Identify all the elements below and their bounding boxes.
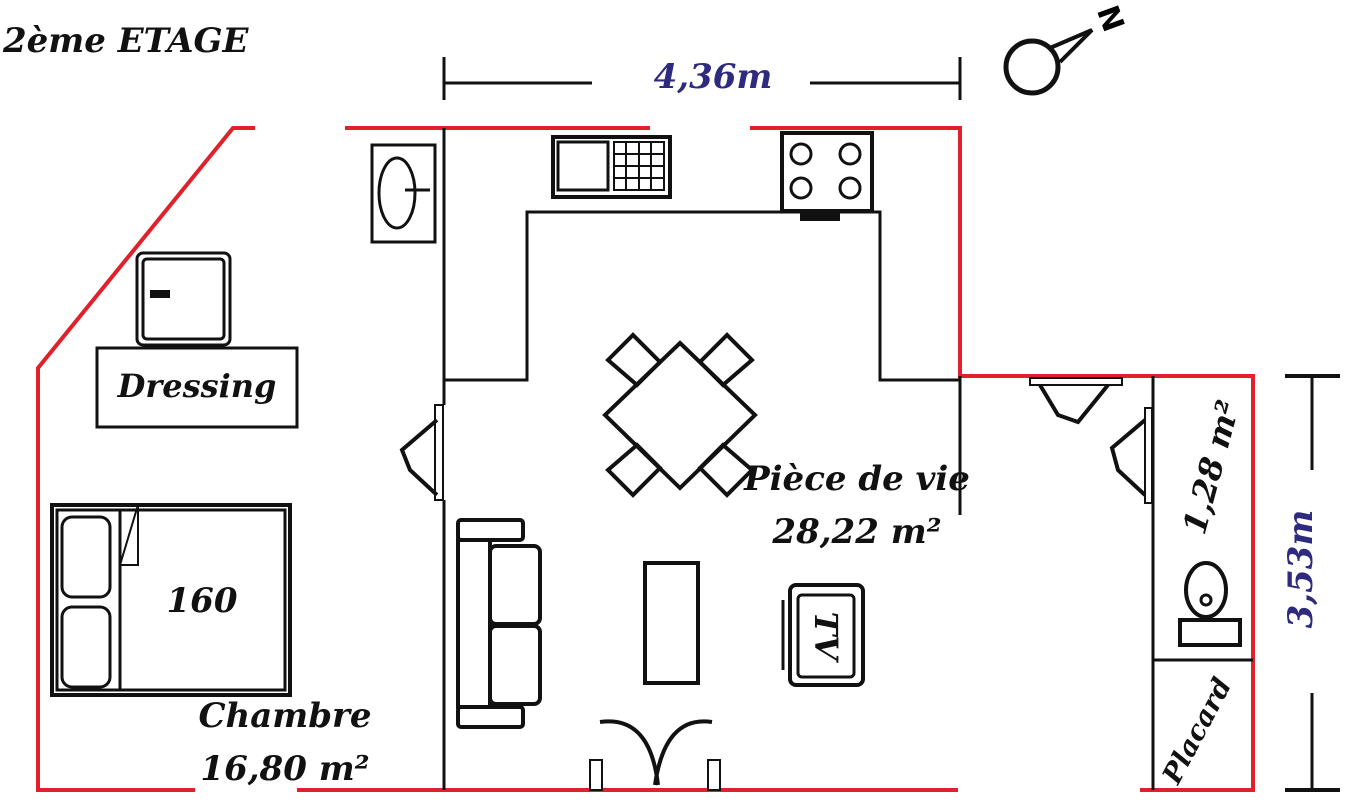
tv-label: TV — [807, 612, 845, 664]
width-dimension: 4,36m — [442, 57, 962, 100]
door-chambre-icon — [399, 404, 444, 501]
washbasin-icon — [370, 143, 437, 244]
width-label: 4,36m — [654, 57, 773, 97]
toilet-icon — [1178, 561, 1242, 647]
height-label: 3,53m — [1281, 510, 1321, 629]
height-dimension: 3,53m — [1281, 374, 1340, 792]
bed-size: 160 — [167, 581, 238, 621]
chambre-area: 16,80 m² — [200, 749, 369, 789]
stove-icon — [780, 131, 874, 221]
coffee-table-icon — [643, 561, 700, 685]
wc-area: 1,28 m² — [1175, 396, 1247, 538]
door-wc-icon — [1029, 377, 1123, 425]
door-placard-icon — [1109, 407, 1153, 504]
north-compass-icon: N — [1003, 0, 1133, 96]
dining-table-icon — [602, 332, 758, 498]
dressing-label: Dressing — [117, 367, 277, 405]
dressing-unit: Dressing — [95, 346, 299, 429]
sofa-icon — [456, 518, 542, 729]
exterior-walls — [36, 126, 1255, 792]
placard-label: Placard — [1156, 673, 1238, 790]
piece-de-vie-label: Pièce de vie — [743, 459, 970, 499]
kitchen-sink-icon — [551, 135, 672, 199]
chambre-label: Chambre — [198, 696, 371, 736]
tv-icon: TV — [781, 583, 865, 687]
north-label: N — [1092, 0, 1133, 36]
floor-title: 2ème ETAGE — [2, 21, 250, 61]
sink-icon — [135, 251, 232, 347]
entrance-door-icon — [589, 719, 721, 791]
bed-icon: 160 — [50, 503, 292, 697]
piece-de-vie-area: 28,22 m² — [771, 512, 941, 552]
